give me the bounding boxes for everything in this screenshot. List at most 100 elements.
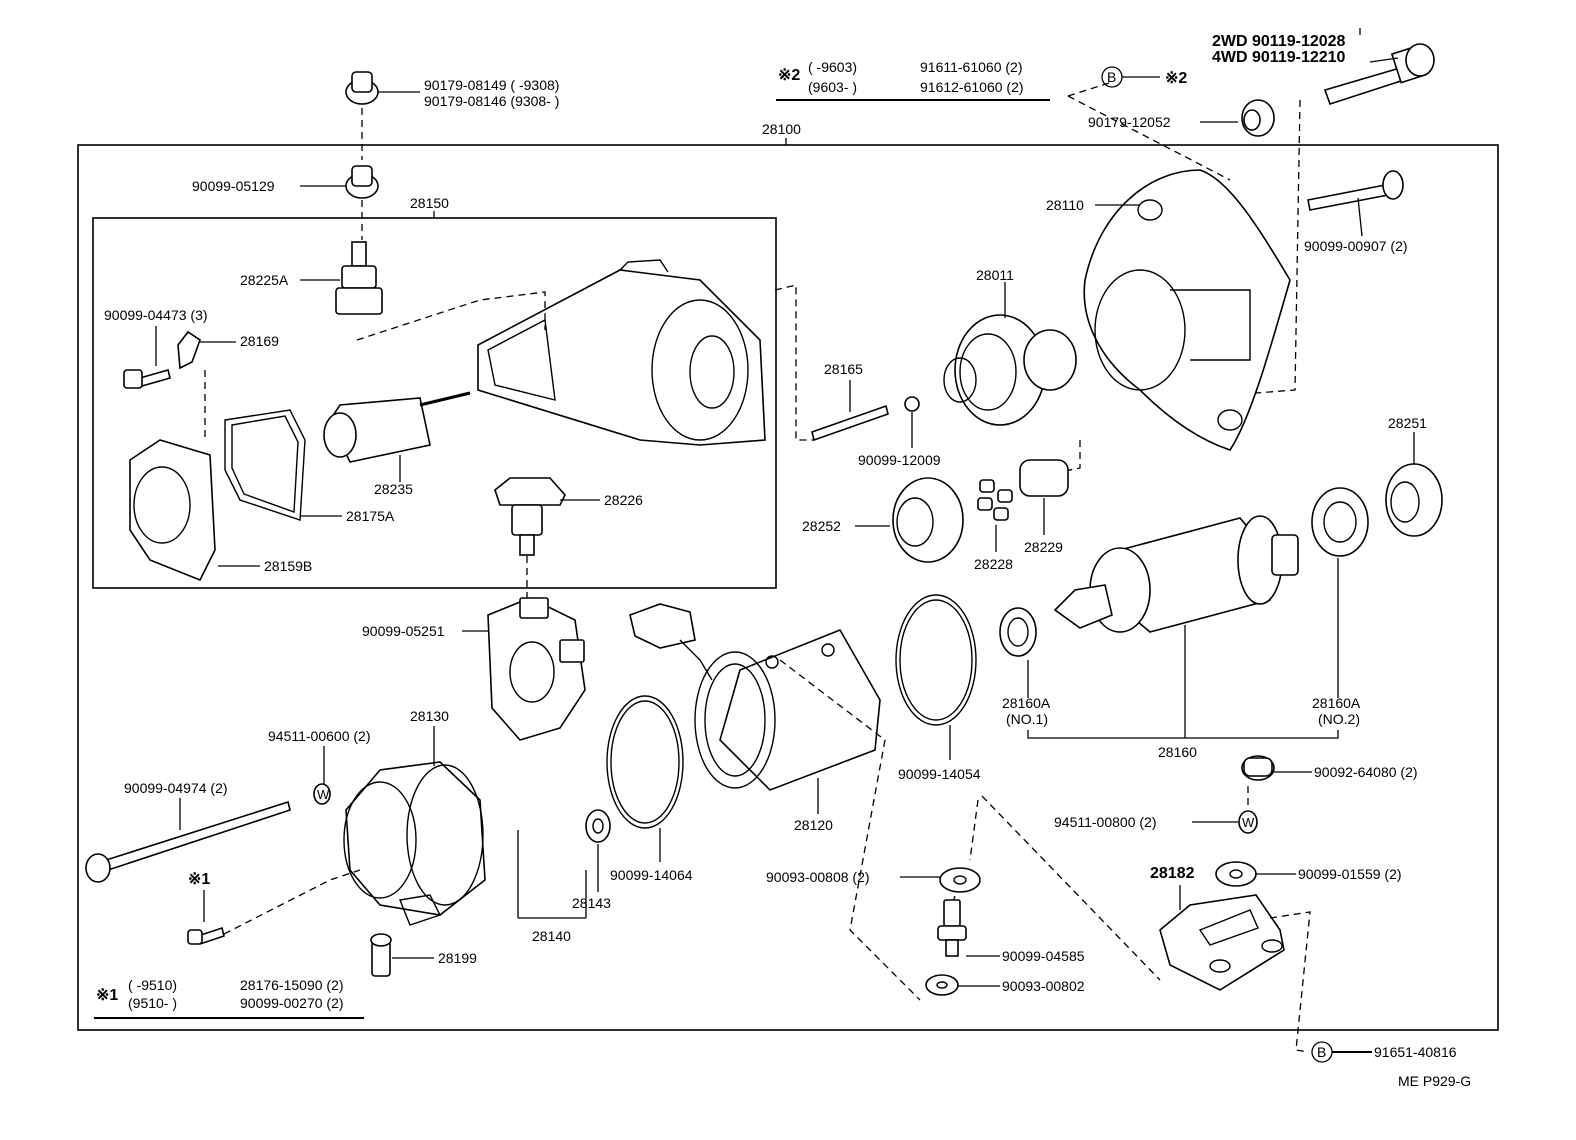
- part-label-labels-retainer: 28229: [1024, 539, 1063, 555]
- part-label-labels-end-frame: 28130: [410, 708, 449, 724]
- part-label-note1-row2-range: (9510- ): [128, 995, 177, 1011]
- terminal-28226: 28226: [494, 477, 643, 556]
- part-label-labels-b-mark: B: [1107, 69, 1116, 85]
- plunger-28235: 28235: [323, 391, 471, 497]
- part-label-note1-row2-part: 90099-00270 (2): [240, 995, 344, 1011]
- part-label-labels-brush-holder: 28140: [532, 928, 571, 944]
- oring-90099-14054: 90099-14054: [895, 594, 981, 782]
- part-label-labels-oring-2: 90099-14054: [898, 766, 981, 782]
- part-label-note2-mark: ※2: [778, 67, 800, 84]
- part-label-labels-cap-64080: 90092-64080 (2): [1314, 764, 1418, 780]
- brush-holder-28140: 28140: [487, 597, 587, 944]
- part-label-labels-gasket: 28175A: [346, 508, 395, 524]
- part-label-labels-b-bolt: 91651-40816: [1374, 1044, 1457, 1060]
- part-label-labels-bearing-1: 28160A: [1002, 695, 1051, 711]
- bearing-28160A-no1: 28160A (NO.1): [999, 607, 1051, 727]
- gear-28252: 28252: [802, 477, 964, 563]
- washer-90093-00802: 90093-00802: [925, 974, 1085, 996]
- part-label-labels-washer-600: 94511-00600 (2): [268, 728, 370, 744]
- clamp-28169: 28169: [177, 330, 279, 370]
- part-label-labels-housing: 28110: [1046, 197, 1084, 213]
- part-label-labels-nut-top-2: 90179-08146 (9308- ): [424, 93, 559, 109]
- part-label-labels-yoke: 28120: [794, 817, 833, 833]
- part-label-labels-bolt-00907: 90099-00907 (2): [1304, 238, 1408, 254]
- stud-28199: 28199: [370, 933, 477, 977]
- part-label-note1-row1-part: 28176-15090 (2): [240, 977, 344, 993]
- part-label-note2-row1-part: 91611-61060 (2): [920, 59, 1022, 75]
- part-label-labels-mark1: ※1: [188, 871, 210, 888]
- clutch-28011: 28011: [943, 267, 1077, 426]
- bearing-28160A-no2: 28160A (NO.2): [1311, 487, 1369, 727]
- part-label-labels-armature: 28160: [1158, 744, 1197, 760]
- part-label-note1-mark: ※1: [96, 987, 118, 1004]
- diagram-id: ME P929-G: [1398, 1073, 1471, 1089]
- part-label-labels-bearing-2-no: (NO.2): [1318, 711, 1360, 727]
- part-label-labels-cover: 28159B: [264, 558, 312, 574]
- retainer-28229: 28229: [1019, 459, 1069, 555]
- bolt-90099-04473: 90099-04473 (3): [104, 307, 208, 389]
- part-label-labels-bolt-3: 90099-04473 (3): [104, 307, 208, 323]
- nut-90099-05129: 90099-05129: [192, 165, 379, 199]
- armature-28160: [1053, 515, 1299, 738]
- part-label-labels-switch-assy: 28150: [410, 195, 449, 211]
- part-label-labels-clutch: 28011: [976, 267, 1014, 283]
- gear-28251: 28251: [1385, 415, 1443, 537]
- part-label-labels-terminal-26: 28226: [604, 492, 643, 508]
- bushing-28143: 28143: [572, 809, 611, 911]
- part-label-labels-bracket: 28182: [1150, 865, 1195, 882]
- nut-90179-12052: 90179-12052: [1088, 99, 1275, 137]
- part-label-labels-clamp: 28169: [240, 333, 279, 349]
- b-bolt-91651-40816: B 91651-40816: [1311, 1041, 1457, 1063]
- part-label-labels-nut-05251: 90099-05251: [362, 623, 445, 639]
- part-label-labels-washer-01559: 90099-01559 (2): [1298, 866, 1402, 882]
- part-label-note2-row1-range: ( -9603): [808, 59, 857, 75]
- part-label-labels-gear-52: 28252: [802, 518, 841, 534]
- part-label-labels-w-mark: W: [317, 787, 330, 802]
- part-label-labels-w-mark: W: [1242, 815, 1255, 830]
- part-label-labels-spring: 28165: [824, 361, 863, 377]
- cap-90092-64080: 90092-64080 (2): [1241, 755, 1418, 781]
- washer-90093-00808: 90093-00808 (2): [766, 867, 981, 893]
- through-bolt-90099-04974: 90099-04974 (2): [85, 780, 291, 883]
- part-label-note2-b-ref-mark: ※2: [1165, 70, 1187, 87]
- housing-28110: 28110: [1046, 169, 1291, 451]
- note-1: ※1 ( -9510) 28176-15090 (2) (9510- ) 900…: [94, 977, 364, 1019]
- part-label-note2-row2-range: (9603- ): [808, 79, 857, 95]
- note-2: ※2 ( -9603) 91611-61060 (2) (9603- ) 916…: [776, 59, 1050, 101]
- bolt-90099-00907: 90099-00907 (2): [1304, 170, 1408, 254]
- bracket-28182: 28182: [1150, 865, 1285, 991]
- ball-90099-12009: 90099-12009: [858, 396, 941, 468]
- spring-28165: 28165: [811, 361, 889, 442]
- part-label-labels-terminal-kit: 28225A: [240, 272, 289, 288]
- washer-94511-00600: 94511-00600 (2) W: [268, 728, 370, 805]
- yoke-28120: 28120: [629, 603, 881, 833]
- part-label-note1-row1-range: ( -9510): [128, 977, 177, 993]
- gasket-28175A: 28175A: [224, 409, 395, 524]
- nut-90179-08149: 90179-08149 ( -9308) 90179-08146 (9308- …: [345, 71, 559, 109]
- part-label-labels-nut-top-1: 90179-08149 ( -9308): [424, 77, 559, 93]
- part-label-labels-stud-04585: 90099-04585: [1002, 948, 1085, 964]
- part-label-labels-roller: 28228: [974, 556, 1013, 572]
- part-label-labels-bushing-143: 28143: [572, 895, 611, 911]
- end-frame-28130: 28130: [343, 708, 486, 926]
- screw-mark1: ※1: [187, 871, 225, 946]
- washer-90099-01559: 90099-01559 (2): [1215, 861, 1402, 887]
- part-label-labels-stud-199: 28199: [438, 950, 477, 966]
- b-mark-top: B ※2: [1101, 66, 1187, 88]
- part-label-labels-nut-05129: 90099-05129: [192, 178, 275, 194]
- part-label-labels-washer-800: 94511-00800 (2): [1054, 814, 1156, 830]
- washer-94511-00800: 94511-00800 (2) W: [1054, 810, 1258, 834]
- part-label-labels-washer-802: 90093-00802: [1002, 978, 1085, 994]
- housing-bolt: [1323, 43, 1435, 106]
- part-label-labels-bolt-4wd: 4WD 90119-12210: [1212, 49, 1346, 66]
- switch-body: [477, 259, 766, 446]
- housing-bolt-label: 2WD 90119-12028 4WD 90119-12210: [1212, 33, 1346, 66]
- part-label-labels-bearing-2: 28160A: [1312, 695, 1361, 711]
- part-label-labels-bolt-2wd: 2WD 90119-12028: [1212, 33, 1346, 50]
- cover-28159B: 28159B: [129, 439, 312, 582]
- part-label-labels-ball: 90099-12009: [858, 452, 941, 468]
- part-label-labels-bearing-1-no: (NO.1): [1006, 711, 1048, 727]
- part-label-note2-row2-part: 91612-61060 (2): [920, 79, 1024, 95]
- part-label-labels-b-mark: B: [1317, 1044, 1326, 1060]
